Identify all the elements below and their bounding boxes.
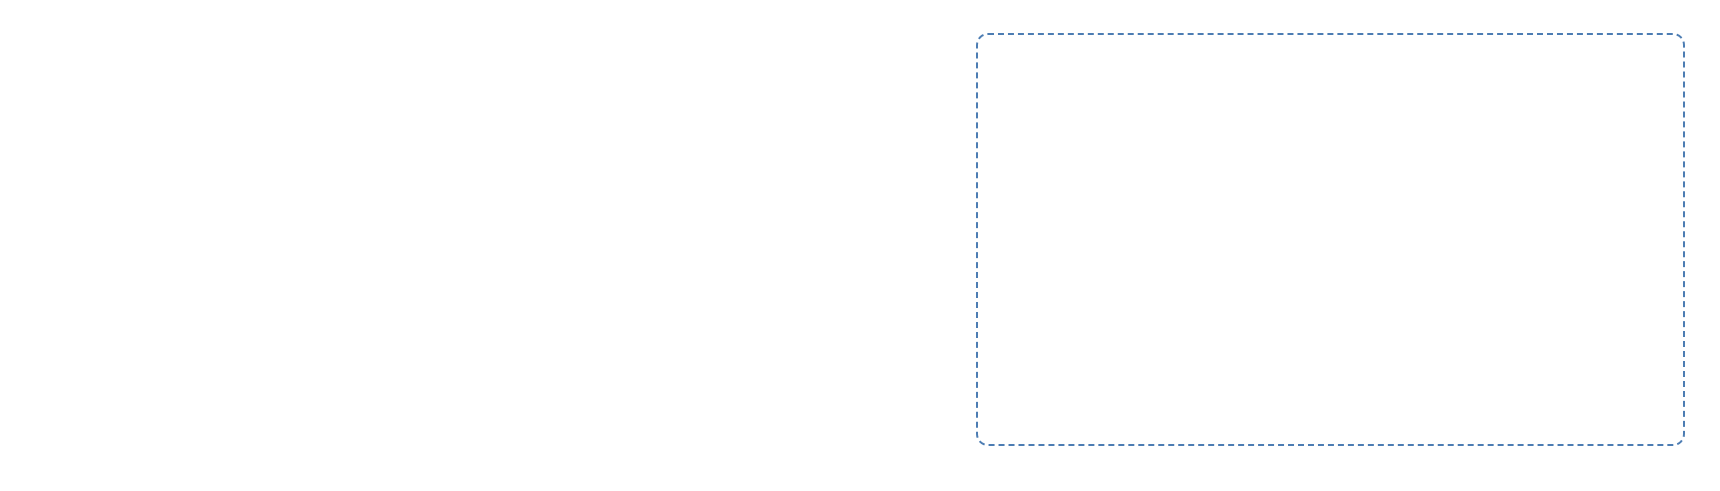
- zoom-panel-box: [976, 33, 1685, 446]
